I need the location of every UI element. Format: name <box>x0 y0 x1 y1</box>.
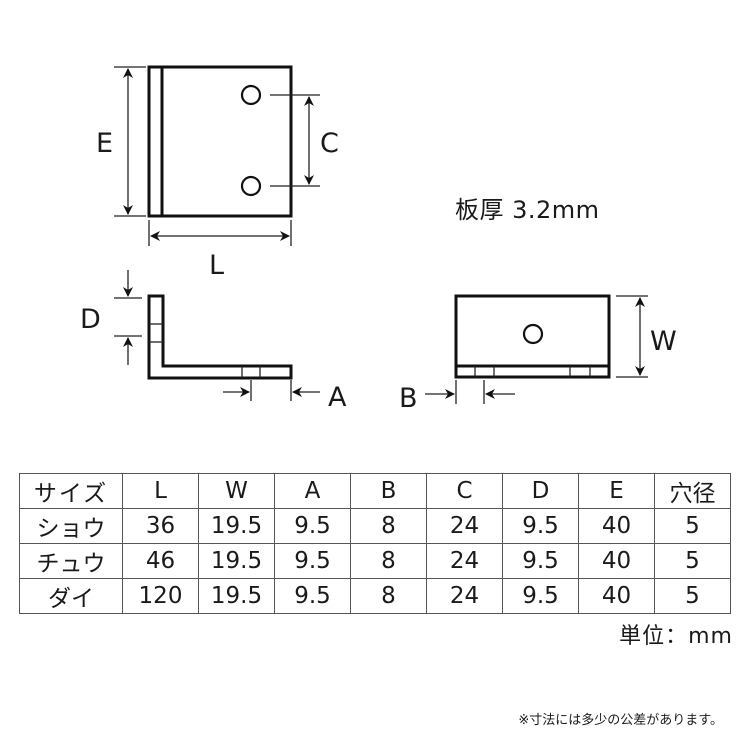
side-view-plate <box>454 294 611 379</box>
dimension-label-E: E <box>96 128 113 159</box>
top-view: E C L <box>96 65 339 281</box>
header-E: E <box>578 473 655 509</box>
cell-size: ダイ <box>19 578 123 614</box>
dimension-label-D: D <box>80 304 101 335</box>
hole-icon <box>240 175 262 197</box>
dimension-B: B <box>399 380 515 414</box>
dimension-label-W: W <box>650 326 677 357</box>
dimension-label-B: B <box>399 383 418 414</box>
cell-hole: 5 <box>654 543 731 579</box>
header-W: W <box>198 473 275 509</box>
table-header-row: サイズ L W A B C D E 穴径 <box>19 473 731 509</box>
cell-L: 46 <box>122 543 199 579</box>
cell-B: 8 <box>350 508 427 544</box>
table-row: ショウ 36 19.5 9.5 8 24 9.5 40 5 <box>19 508 731 544</box>
header-hole-diameter: 穴径 <box>654 473 731 509</box>
cell-L: 36 <box>122 508 199 544</box>
header-B: B <box>350 473 427 509</box>
tolerance-footnote: ※寸法には多少の公差があります。 <box>518 713 723 728</box>
dimension-label-C: C <box>320 128 339 159</box>
dimension-E: E <box>96 66 146 217</box>
table-row: チュウ 46 19.5 9.5 8 24 9.5 40 5 <box>19 543 731 579</box>
cell-D: 9.5 <box>502 543 579 579</box>
header-A: A <box>274 473 351 509</box>
dimension-L: L <box>148 220 292 281</box>
cell-C: 24 <box>426 578 503 614</box>
cell-B: 8 <box>350 543 427 579</box>
dimension-C: C <box>270 94 339 187</box>
dimension-label-L: L <box>209 250 224 281</box>
cell-E: 40 <box>578 578 655 614</box>
cell-hole: 5 <box>654 578 731 614</box>
profile-view: D A <box>80 270 347 413</box>
size-spec-table: サイズ L W A B C D E 穴径 ショウ 36 19.5 9.5 8 2… <box>19 473 731 614</box>
hole-icon <box>522 323 544 345</box>
top-view-plate <box>147 65 293 218</box>
table-row: ダイ 120 19.5 9.5 8 24 9.5 40 5 <box>19 578 731 614</box>
cell-A: 9.5 <box>274 578 351 614</box>
header-C: C <box>426 473 503 509</box>
angle-profile <box>147 294 293 380</box>
cell-size: ショウ <box>19 508 123 544</box>
header-size: サイズ <box>19 473 123 509</box>
cell-hole: 5 <box>654 508 731 544</box>
cell-E: 40 <box>578 543 655 579</box>
hole-icon <box>240 84 262 106</box>
cell-A: 9.5 <box>274 508 351 544</box>
cell-C: 24 <box>426 543 503 579</box>
side-view: W B <box>399 294 677 414</box>
dimension-label-A: A <box>328 382 347 413</box>
cell-W: 19.5 <box>198 543 275 579</box>
cell-A: 9.5 <box>274 543 351 579</box>
plate-thickness-label: 板厚 3.2mm <box>455 196 600 224</box>
cell-W: 19.5 <box>198 578 275 614</box>
dimension-A: A <box>223 380 347 413</box>
cell-B: 8 <box>350 578 427 614</box>
cell-size: チュウ <box>19 543 123 579</box>
cell-W: 19.5 <box>198 508 275 544</box>
header-L: L <box>122 473 199 509</box>
dimension-W: W <box>616 295 677 378</box>
unit-label: 単位：mm <box>619 624 733 649</box>
cell-L: 120 <box>122 578 199 614</box>
cell-E: 40 <box>578 508 655 544</box>
cell-D: 9.5 <box>502 508 579 544</box>
cell-C: 24 <box>426 508 503 544</box>
cell-D: 9.5 <box>502 578 579 614</box>
bracket-technical-drawing: E C L D <box>80 65 677 414</box>
dimension-D: D <box>80 270 142 365</box>
header-D: D <box>502 473 579 509</box>
